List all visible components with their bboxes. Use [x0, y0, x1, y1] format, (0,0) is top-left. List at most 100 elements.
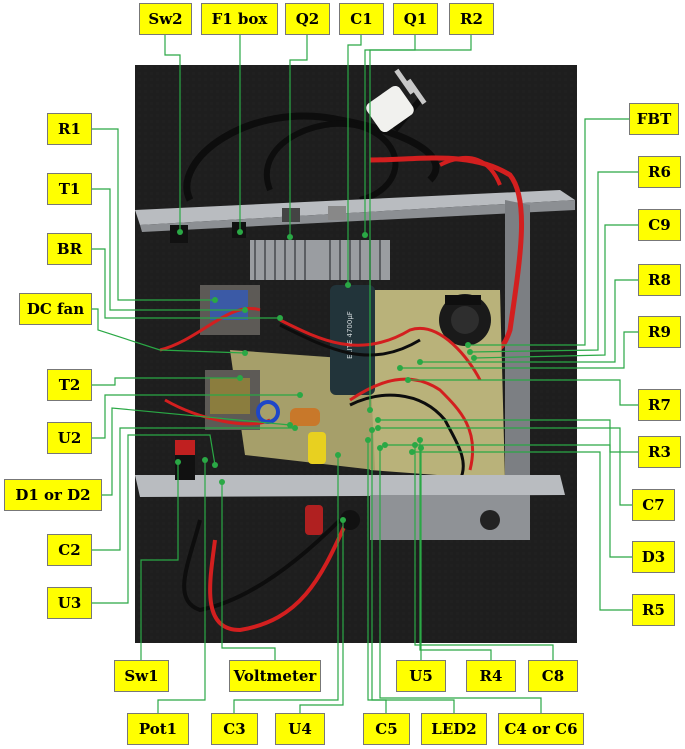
label-c3: C3: [211, 713, 258, 745]
bottom-flange: [135, 475, 565, 497]
label-r1: R1: [47, 113, 92, 145]
leader-dot-u3: [212, 462, 218, 468]
leader-line-d1d2: [102, 407, 291, 496]
label-sw2: Sw2: [139, 3, 192, 35]
electrolytic-capacitor: ELITE 4700µF: [330, 285, 375, 395]
label-r5: R5: [632, 594, 675, 626]
label-sw1: Sw1: [114, 660, 169, 692]
label-br: BR: [47, 233, 92, 265]
top-flange: [135, 190, 575, 225]
leader-line-r5: [412, 451, 632, 611]
label-u4: U4: [275, 713, 325, 745]
label-f1box: F1 box: [201, 3, 278, 35]
svg-text:ELITE 4700µF: ELITE 4700µF: [346, 311, 354, 359]
leader-line-d3: [385, 444, 632, 558]
leader-line-c2: [92, 427, 295, 551]
label-t2: T2: [47, 369, 92, 401]
leader-line-fbt: [468, 118, 629, 346]
leader-line-c3: [233, 455, 339, 713]
label-r2: R2: [449, 3, 494, 35]
leader-dot-voltmeter: [219, 479, 225, 485]
leader-dot-r4: [417, 437, 423, 443]
label-r9: R9: [638, 316, 681, 348]
label-led2: LED2: [421, 713, 487, 745]
leader-dot-r3: [375, 417, 381, 423]
leader-line-t1: [92, 188, 245, 311]
label-r3: R3: [638, 436, 681, 468]
leader-dot-r9: [397, 365, 403, 371]
leader-dot-sw2: [177, 229, 183, 235]
leader-line-c1: [347, 35, 362, 285]
leader-line-led2: [367, 440, 455, 713]
leader-dot-u2: [297, 392, 303, 398]
leader-dot-pot1: [202, 457, 208, 463]
label-q2: Q2: [285, 3, 330, 35]
leader-dot-c8: [412, 442, 418, 448]
leader-line-r1: [92, 128, 215, 301]
leader-line-r2: [369, 35, 472, 410]
leader-dot-q1: [362, 232, 368, 238]
label-d1d2: D1 or D2: [4, 479, 102, 511]
leader-line-pot1: [157, 460, 206, 713]
leader-dot-fbt: [465, 342, 471, 348]
label-voltmeter: Voltmeter: [229, 660, 321, 692]
mains-plug: [366, 68, 427, 133]
leader-line-r6: [469, 171, 638, 353]
label-u5: U5: [396, 660, 446, 692]
leader-line-q1: [364, 35, 416, 235]
leader-line-dcfan: [92, 308, 246, 354]
leader-line-t2: [92, 377, 240, 386]
leader-dot-dcfan: [242, 350, 248, 356]
label-r6: R6: [638, 156, 681, 188]
label-c1: C1: [339, 3, 384, 35]
right-wall: [505, 200, 530, 500]
leader-dot-d3: [382, 442, 388, 448]
heatsinks: [250, 206, 390, 280]
leader-dot-t1: [242, 307, 248, 313]
label-dcfan: DC fan: [19, 293, 92, 325]
leader-dot-c1: [345, 282, 351, 288]
leader-line-voltmeter: [221, 482, 276, 660]
leader-line-r8: [420, 279, 638, 363]
leader-line-u3: [92, 434, 216, 604]
leader-line-r9: [400, 331, 638, 369]
leader-line-br: [92, 248, 280, 319]
leader-line-r3: [378, 419, 638, 453]
leader-dot-r7: [405, 377, 411, 383]
label-c2: C2: [47, 534, 92, 566]
leader-dot-d1d2: [287, 422, 293, 428]
leader-dot-u4: [340, 517, 346, 523]
leader-line-sw2: [164, 35, 181, 232]
leader-dot-c4c6: [377, 445, 383, 451]
leader-line-sw1: [140, 462, 179, 660]
leader-line-c7: [378, 427, 632, 506]
leader-dot-led2: [365, 437, 371, 443]
leader-line-u4: [299, 520, 344, 713]
label-c9: C9: [638, 209, 681, 241]
label-fbt: FBT: [629, 103, 679, 135]
leader-dot-t2: [237, 375, 243, 381]
leader-line-c8: [414, 445, 554, 660]
label-d3: D3: [632, 541, 675, 573]
label-pot1: Pot1: [127, 713, 189, 745]
leader-line-c4c6: [379, 448, 542, 713]
leader-line-r4: [419, 440, 492, 660]
leader-dot-u5: [418, 445, 424, 451]
leader-dot-c2: [292, 425, 298, 431]
label-c7: C7: [632, 489, 675, 521]
leader-dot-c5: [369, 427, 375, 433]
leader-dot-sw1: [175, 459, 181, 465]
leader-dot-c7: [375, 425, 381, 431]
label-u2: U2: [47, 422, 92, 454]
leader-dot-r1: [212, 297, 218, 303]
label-r7: R7: [638, 389, 681, 421]
label-c5: C5: [363, 713, 410, 745]
label-c8: C8: [528, 660, 578, 692]
leader-dot-c3: [335, 452, 341, 458]
leader-dot-q2: [287, 234, 293, 240]
leader-line-c5: [371, 430, 387, 713]
leader-line-r7: [408, 379, 638, 406]
